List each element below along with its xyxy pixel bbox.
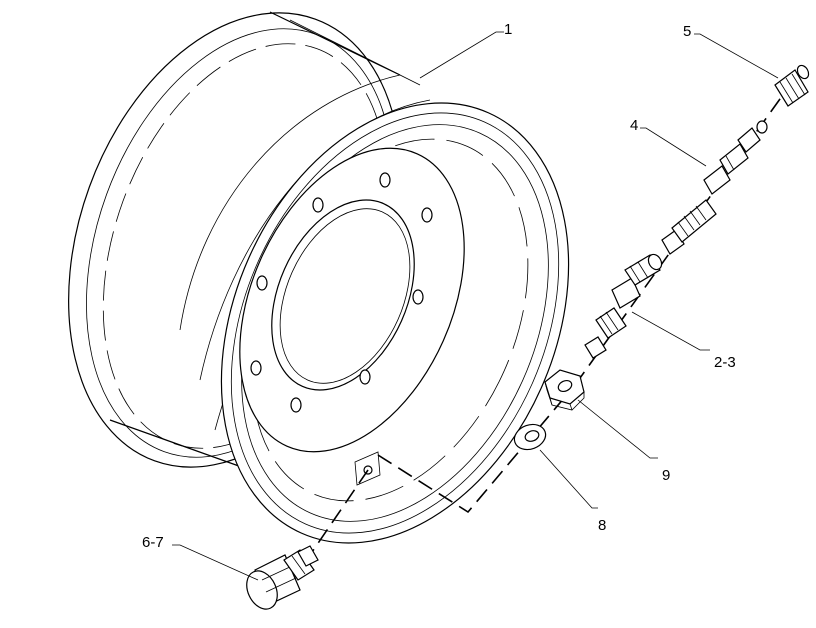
callout-label-6-7: 6-7	[142, 534, 164, 551]
valve-cap	[774, 64, 810, 107]
callout-label-1: 1	[504, 21, 512, 38]
callout-label-9: 9	[662, 467, 670, 484]
valve-extension	[661, 120, 768, 255]
leader-lines	[172, 31, 779, 581]
callout-label-4: 4	[630, 117, 638, 134]
valve-stem	[584, 253, 663, 359]
bolt-holes	[250, 172, 433, 413]
wheel-rim	[68, 11, 570, 544]
assembly-path	[309, 469, 369, 556]
callout-label-2-3: 2-3	[714, 354, 736, 371]
hex-nut	[544, 369, 585, 411]
callout-label-5: 5	[683, 23, 691, 40]
callout-label-8: 8	[598, 517, 606, 534]
valve-base	[246, 545, 319, 610]
washer	[513, 423, 547, 451]
